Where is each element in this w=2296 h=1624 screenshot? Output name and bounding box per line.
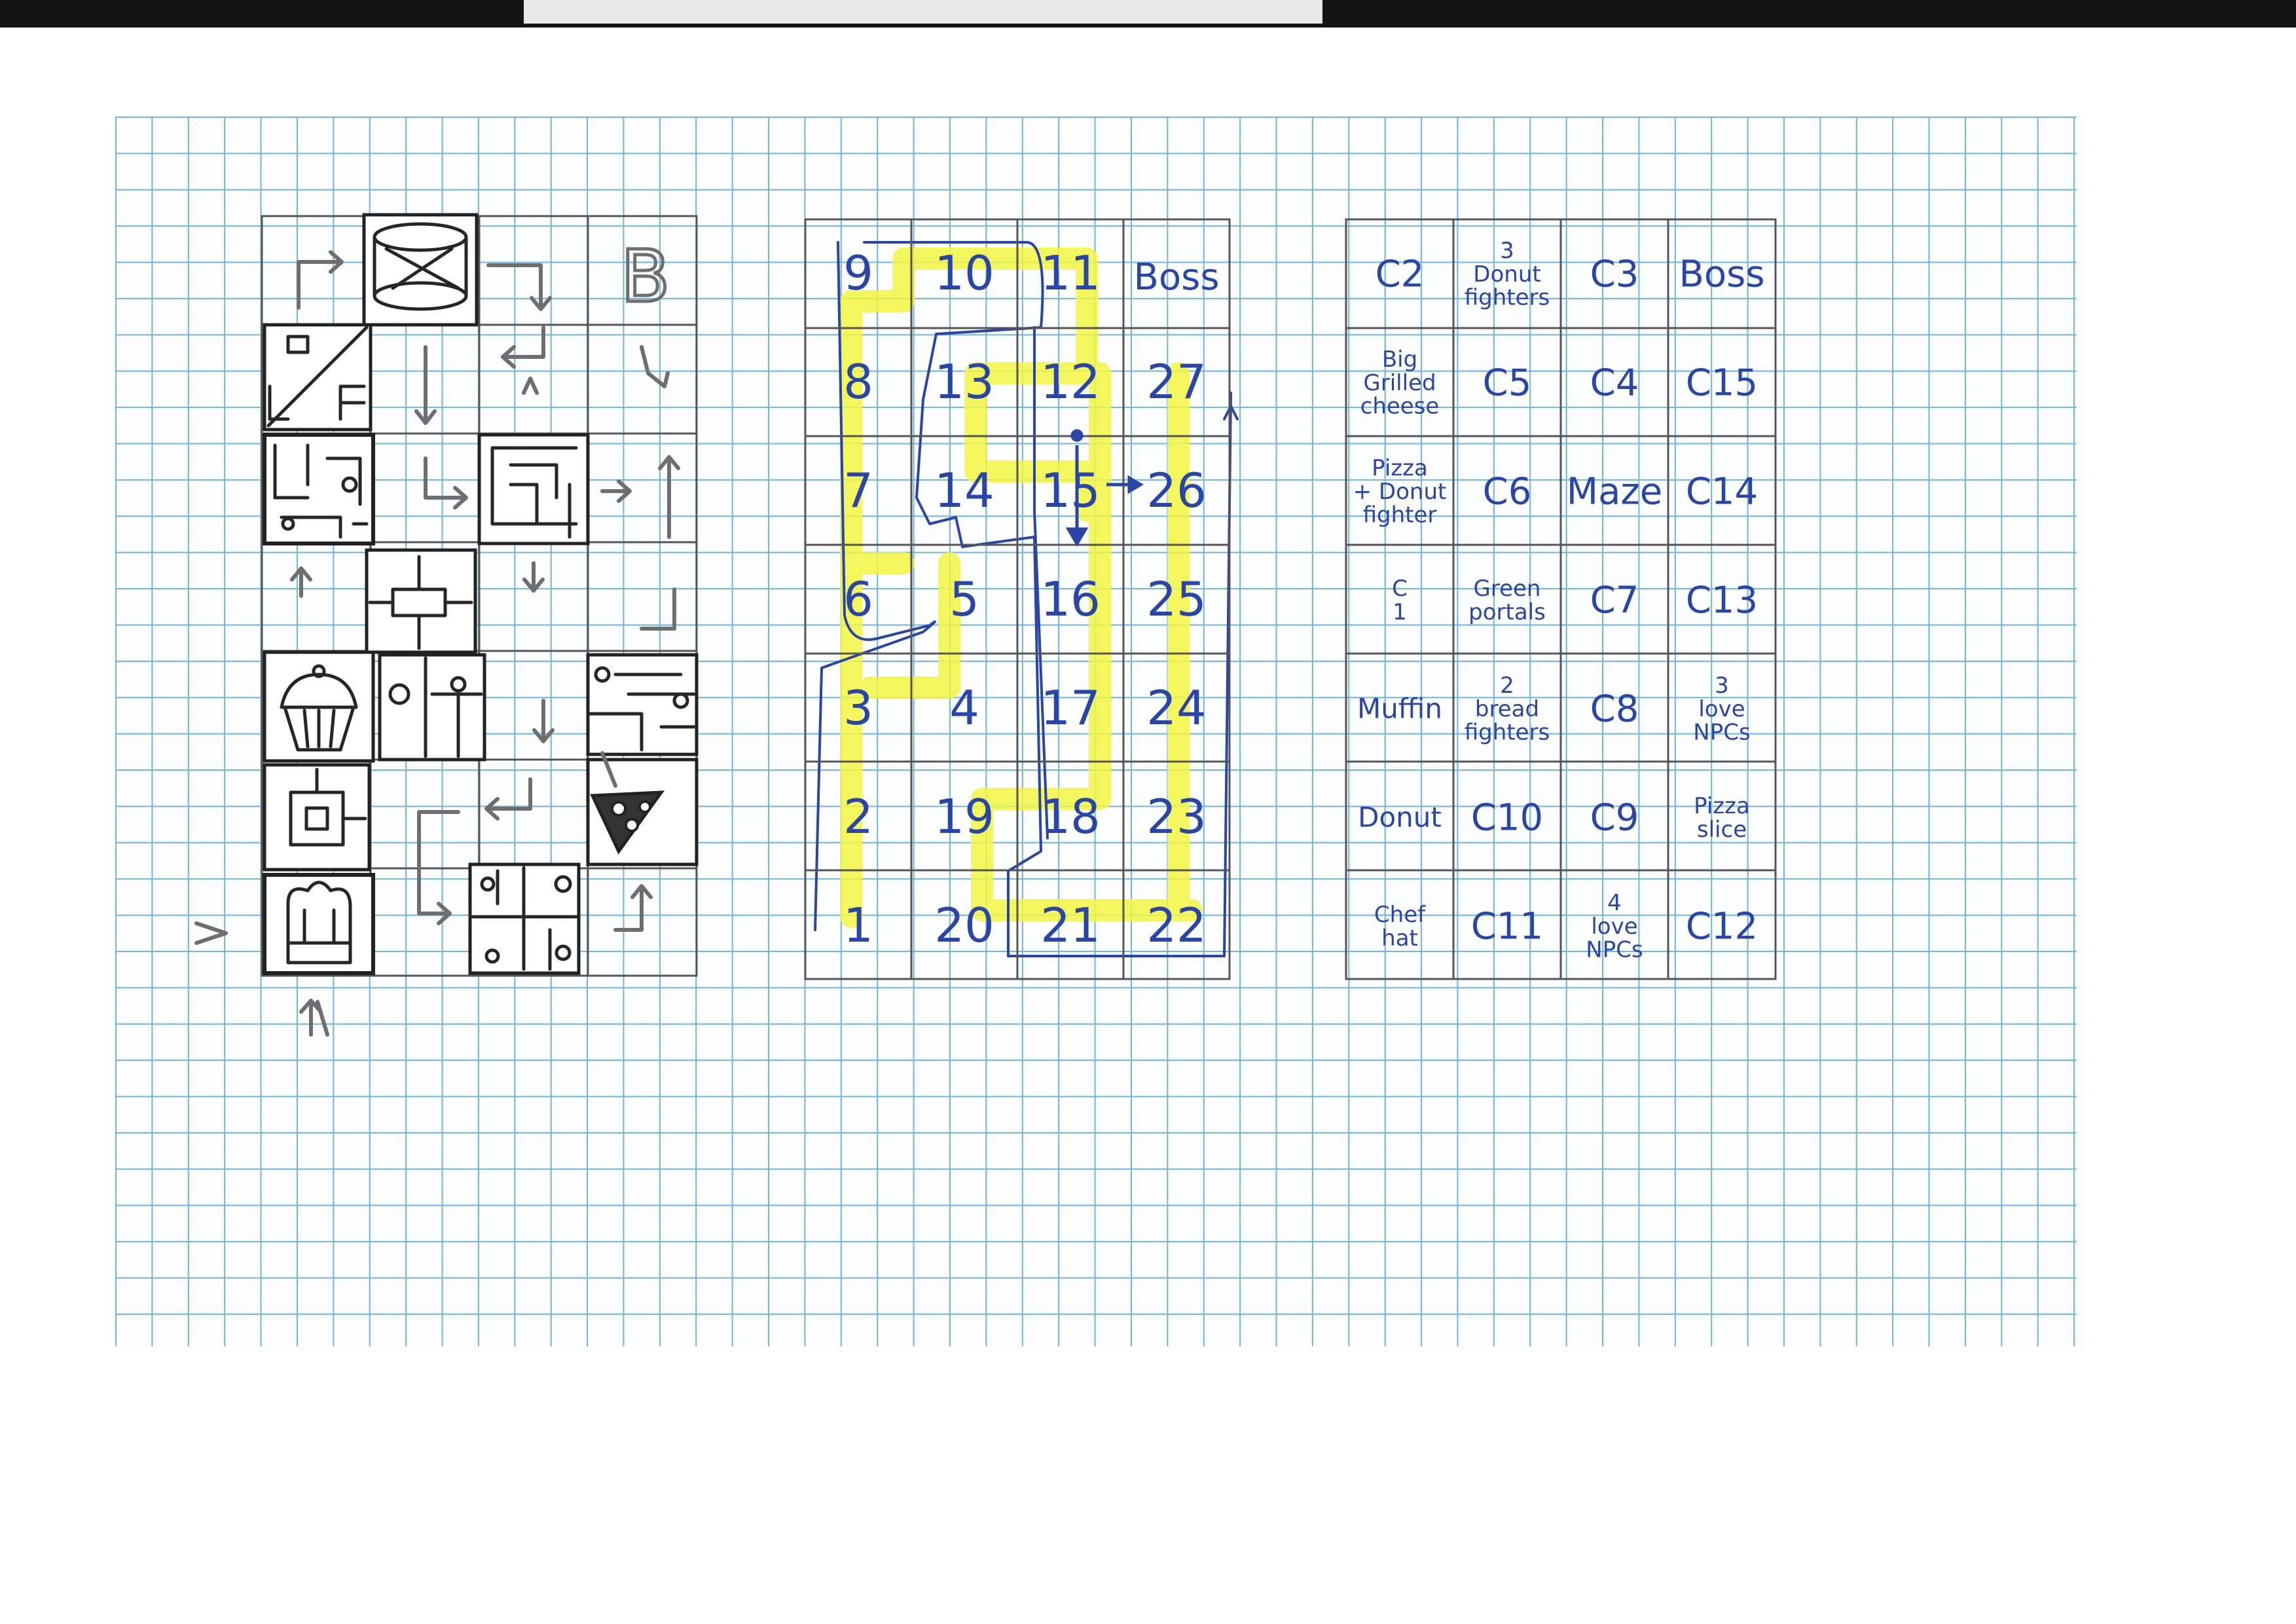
content-cell-line: slice <box>1697 817 1747 843</box>
content-cell-line: C14 <box>1686 471 1758 513</box>
yellow-highlight-path <box>840 248 1203 928</box>
content-cell-line: C <box>1392 576 1408 602</box>
route-cell-label: 20 <box>934 898 994 953</box>
route-cell-label: 2 <box>843 789 873 844</box>
content-cell-line: Maze <box>1567 471 1662 513</box>
route-cell-label: 26 <box>1146 463 1207 518</box>
route-cell-label: 15 <box>1040 463 1101 518</box>
content-cell-line: love <box>1591 913 1637 940</box>
route-cell-label: 5 <box>949 572 979 627</box>
route-cell-label: 12 <box>1040 354 1101 409</box>
room-map: B <box>194 213 699 1037</box>
route-connectors <box>1065 429 1144 547</box>
route-cell-label: 25 <box>1146 572 1207 627</box>
route-cell-label: 6 <box>843 572 873 627</box>
content-cell-line: portals <box>1468 599 1546 625</box>
content-cell-line: C9 <box>1590 797 1639 840</box>
route-cell-label: 1 <box>843 898 873 953</box>
route-cell-label: 27 <box>1146 354 1207 409</box>
route-cell-label: 13 <box>934 354 994 409</box>
content-cell-line: C4 <box>1590 362 1639 405</box>
content-cell-line: C10 <box>1471 797 1543 840</box>
content-cell-line: NPCs <box>1586 937 1643 963</box>
content-cell-line: 3 <box>1500 238 1514 264</box>
route-cell-label: 11 <box>1040 246 1101 301</box>
room-tile-pizza <box>586 758 699 866</box>
room-tile-drum <box>362 213 479 327</box>
content-cell-line: C7 <box>1590 580 1639 622</box>
boss-marker: B <box>621 234 670 318</box>
route-cell-label: 21 <box>1040 898 1101 953</box>
content-grid-lines <box>1345 218 1777 980</box>
content-cell-line: Boss <box>1679 253 1764 296</box>
content-cell-line: fighter <box>1363 502 1437 528</box>
route-cell-label: 18 <box>1040 789 1101 844</box>
scanner-top-strip <box>0 0 2296 28</box>
content-cell-line: bread <box>1475 696 1539 722</box>
route-grid-lines <box>804 218 1231 980</box>
route-cell-label: 22 <box>1146 898 1207 953</box>
content-cell-line: Green <box>1474 576 1541 602</box>
content-cell-line: fighters <box>1465 285 1550 311</box>
blue-route-outline <box>814 241 1239 957</box>
content-cell-line: NPCs <box>1693 720 1750 746</box>
content-cell-line: Big <box>1382 346 1417 373</box>
content-cell-line: Muffin <box>1357 693 1442 725</box>
content-cell-line: love <box>1698 696 1745 722</box>
room-tile-donut <box>263 763 371 872</box>
route-cell-label: 3 <box>843 680 873 735</box>
content-cell-line: C5 <box>1483 362 1532 405</box>
route-cell-label: 14 <box>934 463 994 518</box>
route-cell-label: 8 <box>843 354 873 409</box>
content-cell-line: Pizza <box>1372 455 1428 481</box>
content-cell-line: C13 <box>1686 580 1758 622</box>
content-cell-line: C15 <box>1686 362 1758 405</box>
route-cell-label: Boss <box>1133 256 1219 299</box>
route-cell-label: 7 <box>843 463 873 518</box>
room-tile-box <box>365 548 477 654</box>
content-cell-line: hat <box>1381 925 1418 951</box>
route-cell-label: 10 <box>934 246 994 301</box>
route-cell-label: 16 <box>1040 572 1101 627</box>
content-cell-line: Chef <box>1374 902 1426 928</box>
content-cell-line: C8 <box>1590 688 1639 731</box>
content-cell-line: 1 <box>1393 599 1407 625</box>
room-tile-chef-hat <box>263 873 375 975</box>
route-cell-label: 17 <box>1040 680 1101 735</box>
content-cell-line: Donut <box>1358 802 1442 834</box>
room-tile-circles <box>586 653 699 756</box>
content-cell-line: C2 <box>1376 253 1425 296</box>
content-cell-line: Donut <box>1473 261 1540 287</box>
room-tile-maze-a <box>263 433 375 545</box>
room-tile-diagonal <box>263 323 373 432</box>
content-cell-line: C6 <box>1483 471 1532 513</box>
route-cell-label: 9 <box>843 246 873 301</box>
content-cell-line: 2 <box>1500 673 1514 699</box>
content-cell-line: 4 <box>1607 890 1622 916</box>
content-cell-line: C12 <box>1686 906 1758 948</box>
room-tile-split <box>378 653 486 762</box>
route-cell-label: 4 <box>949 680 979 735</box>
content-cell-line: Grilled <box>1363 370 1436 396</box>
pencil-arrows <box>194 250 680 1037</box>
route-cell-label: 19 <box>934 789 994 844</box>
content-cell-line: C3 <box>1590 253 1639 296</box>
room-tile-quad <box>468 862 581 975</box>
content-cell-line: fighters <box>1465 720 1550 746</box>
route-cell-label: 24 <box>1146 680 1207 735</box>
room-tile-muffin <box>263 650 375 763</box>
content-cell-line: + Donut <box>1353 479 1447 505</box>
scanner-lid-edge <box>524 0 1322 24</box>
content-cell-line: C11 <box>1471 906 1543 948</box>
content-cell-line: Pizza <box>1694 793 1750 819</box>
content-cell-line: 3 <box>1715 673 1729 699</box>
route-cell-label: 23 <box>1146 789 1207 844</box>
content-cell-line: cheese <box>1360 394 1440 420</box>
room-tile-maze-b <box>477 433 590 545</box>
